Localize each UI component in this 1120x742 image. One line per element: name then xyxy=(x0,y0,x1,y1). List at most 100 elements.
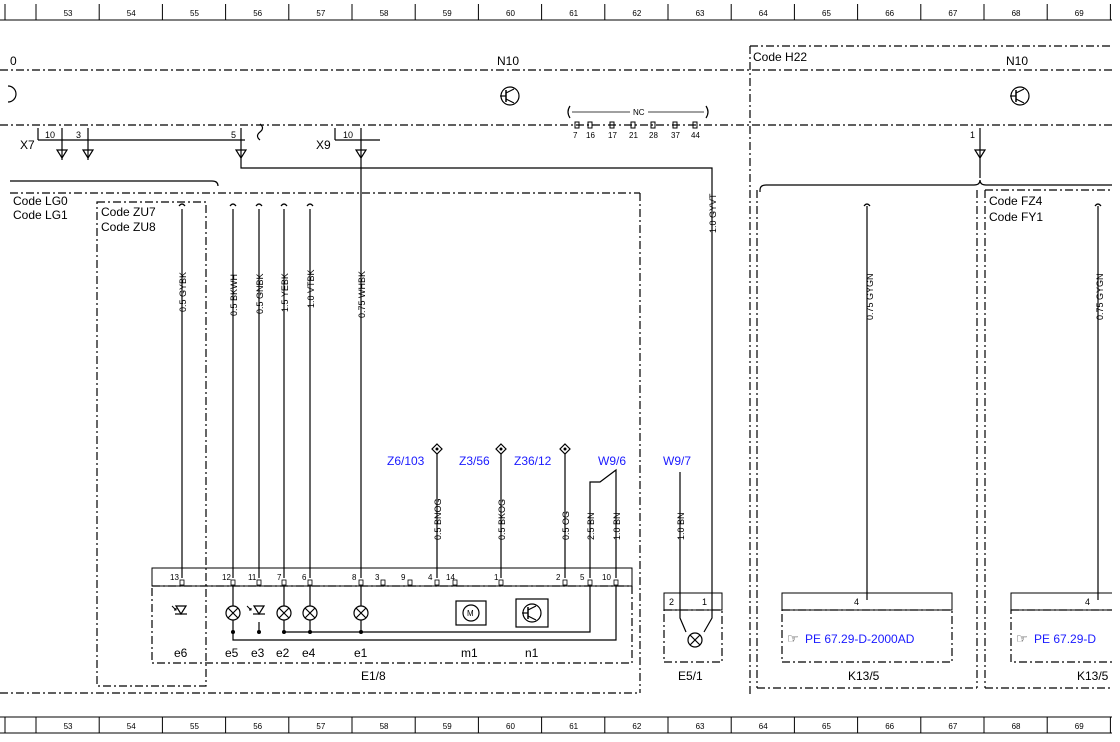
x9-label: X9 xyxy=(316,138,331,152)
ruler-col-top: 59 xyxy=(443,9,452,18)
ruler-col-bottom: 65 xyxy=(822,722,831,731)
nc-pin: 37 xyxy=(671,131,680,140)
ref-z36-12[interactable]: Z36/12 xyxy=(514,454,552,468)
wire-label-bkwh: 0.5 BKWH xyxy=(229,274,239,316)
wire-label-gygn-b: 0.75 GYGN xyxy=(1095,273,1105,320)
ruler-col-bottom: 57 xyxy=(316,722,325,731)
e18-pin: 3 xyxy=(375,573,380,582)
n10-label-right: N10 xyxy=(1006,54,1028,68)
e18-pin: 8 xyxy=(352,573,357,582)
partial-symbol xyxy=(7,85,17,103)
motor-icon: M xyxy=(455,600,487,626)
nc-pin: 44 xyxy=(691,131,700,140)
ruler-col-top: 60 xyxy=(506,9,515,18)
k135b-module: 4 ☞ PE 67.29-D K13/5 xyxy=(1010,592,1112,683)
e18-pin: 7 xyxy=(277,573,282,582)
ruler-col-top: 62 xyxy=(632,9,641,18)
comp-n1: n1 xyxy=(525,646,539,660)
right-pin-1: 1 xyxy=(970,130,975,140)
ruler-col-bottom: 62 xyxy=(632,722,641,731)
ruler-col-bottom: 64 xyxy=(759,722,768,731)
x9-pin-10: 10 xyxy=(343,130,353,140)
pe-link-partial[interactable]: PE 67.29-D xyxy=(1034,632,1096,646)
nc-pin: 7 xyxy=(573,131,578,140)
e18-pin: 13 xyxy=(170,573,179,582)
bracket-left xyxy=(10,180,219,187)
component-labels: e6 e5 e3 e2 e4 e1 m1 n1 xyxy=(174,646,539,660)
e18-pin: 14 xyxy=(446,573,455,582)
lamp-icon xyxy=(302,586,318,622)
code-zu-box: Code ZU7 Code ZU8 xyxy=(96,201,207,687)
wire-label-gygn-a: 0.75 GYGN xyxy=(865,273,875,320)
ruler-col-top: 56 xyxy=(253,9,262,18)
code-h22-label: Code H22 xyxy=(753,50,807,64)
wire-label-vtbk: 1.0 VTBK xyxy=(306,269,316,308)
ref-w9-6[interactable]: W9/6 xyxy=(598,454,626,468)
comp-e4: e4 xyxy=(302,646,316,660)
ruler-col-bottom: 68 xyxy=(1012,722,1021,731)
pe-link-2000ad[interactable]: PE 67.29-D-2000AD xyxy=(805,632,915,646)
code-zu7-label: Code ZU7 xyxy=(101,205,156,219)
comp-m1: m1 xyxy=(461,646,478,660)
transistor-icon xyxy=(500,86,520,106)
ruler-col-bottom: 66 xyxy=(885,722,894,731)
e18-bus xyxy=(231,586,617,641)
k135-module: 4 ☞ PE 67.29-D-2000AD K13/5 xyxy=(781,592,953,683)
ruler-col-bottom: 60 xyxy=(506,722,515,731)
nc-pin: 28 xyxy=(649,131,658,140)
e18-pin: 11 xyxy=(248,573,257,582)
ruler-col-top: 53 xyxy=(64,9,73,18)
ruler-col-top: 63 xyxy=(696,9,705,18)
k135b-pin-4: 4 xyxy=(1085,597,1090,607)
e51-pin-2: 2 xyxy=(669,597,674,607)
left-fragment-label: 0 xyxy=(10,54,17,68)
k135-pin-4: 4 xyxy=(854,597,859,607)
e18-pin: 10 xyxy=(602,573,611,582)
vertical-wires xyxy=(178,203,1102,578)
e18-pin: 4 xyxy=(428,573,433,582)
ref-z3-56[interactable]: Z3/56 xyxy=(459,454,490,468)
comp-e2: e2 xyxy=(276,646,290,660)
e18-pin: 2 xyxy=(556,573,561,582)
x7-pin-5: 5 xyxy=(231,130,236,140)
wire-label-bn25: 2.5 BN xyxy=(586,512,596,540)
svg-text:M: M xyxy=(467,609,474,618)
ruler-col-bottom: 59 xyxy=(443,722,452,731)
wire-label-gybk: 0.5 GYBK xyxy=(178,272,188,312)
ruler-col-bottom: 56 xyxy=(253,722,262,731)
ruler-col-top: 58 xyxy=(380,9,389,18)
code-h22-inner-box: Code FZ4 Code FY1 xyxy=(756,189,1112,689)
x7-connector: X7 10 3 5 xyxy=(20,123,264,160)
w96-branch xyxy=(589,468,617,578)
ruler-col-top: 57 xyxy=(316,9,325,18)
code-zu8-label: Code ZU8 xyxy=(101,220,156,234)
code-lg0-label: Code LG0 xyxy=(13,194,68,208)
ruler-col-bottom: 53 xyxy=(64,722,73,731)
pointing-hand-icon: ☞ xyxy=(787,631,799,646)
n10-module-box: 0 N10 Code H22 N10 xyxy=(0,45,1112,695)
led-icon xyxy=(171,605,188,616)
e18-pin: 12 xyxy=(222,573,231,582)
e18-label: E1/8 xyxy=(361,669,386,683)
ref-w9-7[interactable]: W9/7 xyxy=(663,454,691,468)
e18-pin: 5 xyxy=(580,573,585,582)
wire-label-gyvt: 1.0 GYVT xyxy=(708,193,718,233)
comp-e3: e3 xyxy=(251,646,265,660)
ruler-col-top: 55 xyxy=(190,9,199,18)
pointing-hand-icon: ☞ xyxy=(1016,631,1028,646)
comp-e6: e6 xyxy=(174,646,188,660)
code-fz4-label: Code FZ4 xyxy=(989,194,1043,208)
wire-label-gnbk: 0.5 GNBK xyxy=(255,273,265,314)
wire-labels: 0.5 GYBK 0.5 BKWH 0.5 GNBK 1.5 YEBK 1.0 … xyxy=(178,193,1105,540)
reference-links: Z6/103 Z3/56 Z36/12 W9/6 W9/7 xyxy=(387,454,691,468)
lamp-icon xyxy=(276,586,292,622)
ruler-col-top: 66 xyxy=(885,9,894,18)
ref-z6-103[interactable]: Z6/103 xyxy=(387,454,425,468)
transistor-icon xyxy=(515,598,549,628)
led-icon xyxy=(246,605,266,616)
e51-label: E5/1 xyxy=(678,669,703,683)
